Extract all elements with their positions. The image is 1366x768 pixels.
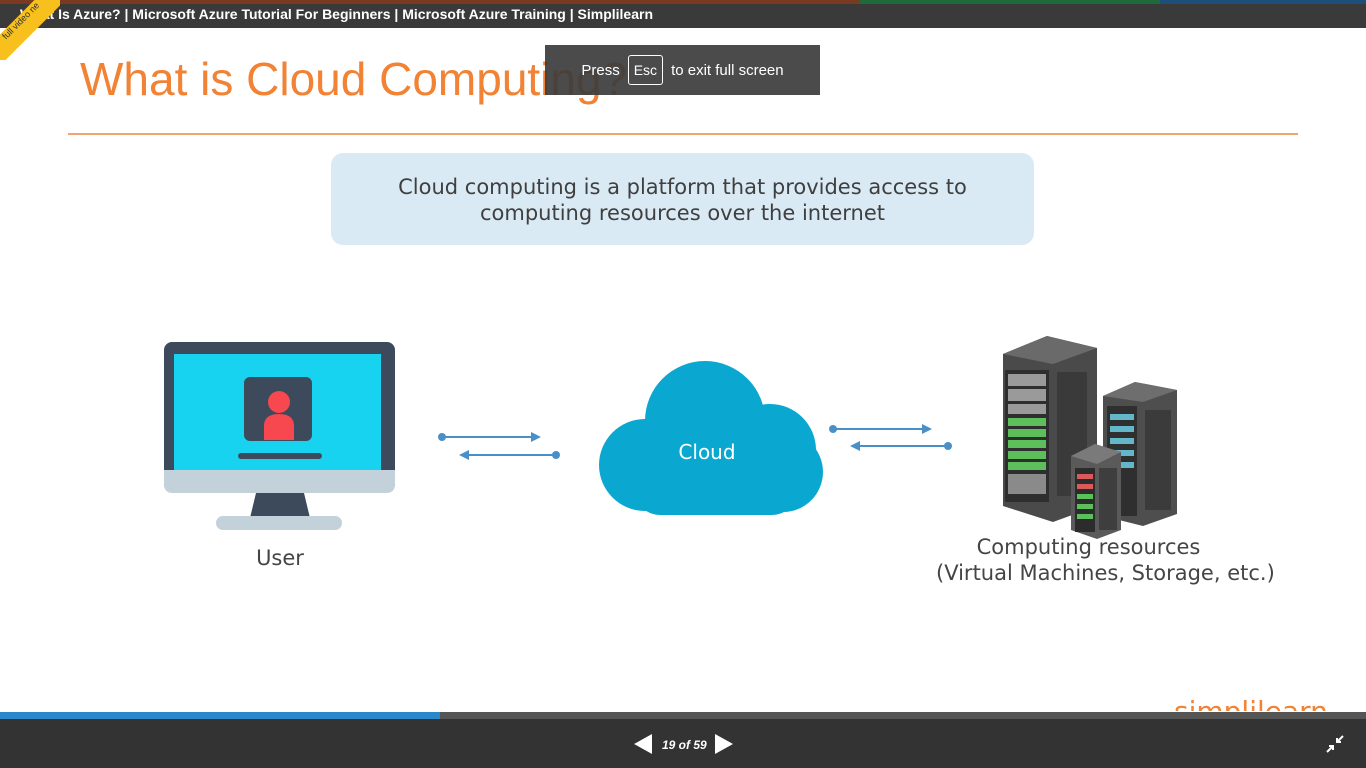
resources-label-line-1: Computing resources [976, 535, 1201, 559]
title-bar-stripe-mid [860, 0, 1160, 4]
slide-title: What is Cloud Computing? [80, 53, 628, 105]
next-page-button[interactable] [714, 733, 734, 755]
monitor-icon [164, 342, 395, 530]
simplilearn-logo: simplilearn [1174, 695, 1328, 711]
bidirectional-arrows-icon [438, 432, 560, 460]
prev-page-button[interactable] [633, 733, 653, 755]
definition-line-2: computing resources over the internet [480, 201, 885, 225]
user-label: User [256, 546, 304, 570]
page-indicator: 19 of 59 [662, 738, 707, 752]
esc-key: Esc [627, 55, 664, 85]
title-bar-stripe-right [1160, 0, 1366, 4]
compress-arrows-icon [1326, 735, 1344, 753]
window-title-bar: What Is Azure? | Microsoft Azure Tutoria… [0, 0, 1366, 28]
title-bar-stripe-left [0, 0, 860, 4]
exit-fullscreen-button[interactable] [1326, 735, 1344, 753]
hint-press-text: Press [581, 61, 620, 79]
player-controls: 19 of 59 [0, 719, 1366, 768]
corner-ribbon-text: full video ne [0, 0, 60, 60]
title-divider [68, 133, 1298, 135]
fullscreen-exit-hint: Press Esc to exit full screen [545, 45, 820, 95]
window-title: What Is Azure? | Microsoft Azure Tutoria… [20, 6, 654, 22]
cloud-label: Cloud [678, 440, 736, 464]
server-racks-icon [1003, 336, 1177, 539]
progress-fill [0, 712, 440, 719]
resources-label-line-2: (Virtual Machines, Storage, etc.) [936, 561, 1275, 585]
definition-box: Cloud computing is a platform that provi… [331, 153, 1034, 245]
progress-bar[interactable] [0, 712, 1366, 719]
triangle-left-icon [634, 734, 652, 754]
corner-ribbon: full video ne [0, 0, 60, 60]
bidirectional-arrows-icon [829, 424, 952, 451]
triangle-right-icon [715, 734, 733, 754]
hint-rest-text: to exit full screen [671, 61, 784, 79]
cloud-icon [599, 361, 823, 515]
definition-line-1: Cloud computing is a platform that provi… [398, 175, 967, 199]
